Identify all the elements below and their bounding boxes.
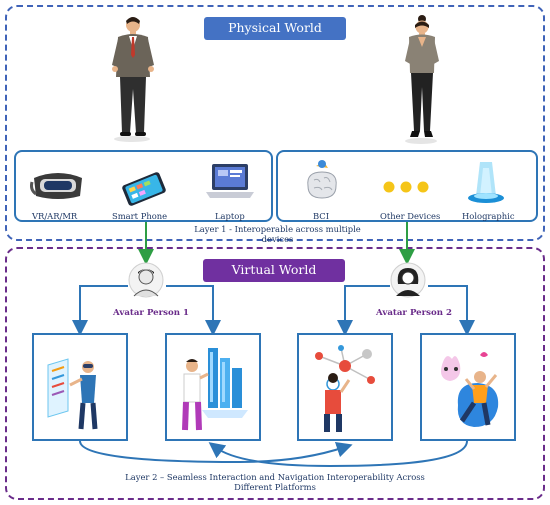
smartphone-icon bbox=[122, 172, 166, 206]
vr-user-illustration bbox=[47, 358, 98, 430]
vr-headset-icon bbox=[30, 173, 82, 199]
label-other-devices: Other Devices bbox=[380, 211, 441, 221]
label-holographic: Holographic bbox=[462, 211, 515, 221]
man-figure bbox=[112, 17, 154, 142]
holographic-icon bbox=[468, 162, 504, 203]
physical-world-region bbox=[5, 5, 545, 241]
label-smart-phone: Smart Phone bbox=[112, 211, 168, 221]
label-vr-ar-mr: VR/AR/MR bbox=[32, 211, 78, 221]
data-city-illustration bbox=[182, 348, 248, 431]
other-devices-icon bbox=[383, 181, 429, 193]
layer2-caption: Layer 2 – Seamless Interaction and Navig… bbox=[125, 472, 425, 492]
physical-world-title: Physical World bbox=[204, 17, 346, 40]
avatar-person-2-label: Avatar Person 2 bbox=[376, 308, 452, 318]
laptop-icon bbox=[206, 164, 254, 198]
woman-figure bbox=[405, 15, 439, 144]
virtual-world-region bbox=[5, 247, 545, 500]
virtual-world-title: Virtual World bbox=[203, 259, 345, 282]
avatar-person-1-icon bbox=[128, 262, 164, 298]
label-bci: BCI bbox=[313, 211, 330, 221]
network-interaction-illustration bbox=[315, 345, 375, 432]
label-laptop: Laptop bbox=[215, 211, 245, 221]
avatar-person-2-icon bbox=[390, 262, 426, 298]
brain-icon bbox=[307, 160, 337, 199]
avatar-person-1-label: Avatar Person 1 bbox=[113, 308, 189, 318]
relaxing-user-illustration bbox=[441, 352, 499, 427]
layer1-caption: Layer 1 - Interoperable across multiple … bbox=[194, 224, 361, 244]
